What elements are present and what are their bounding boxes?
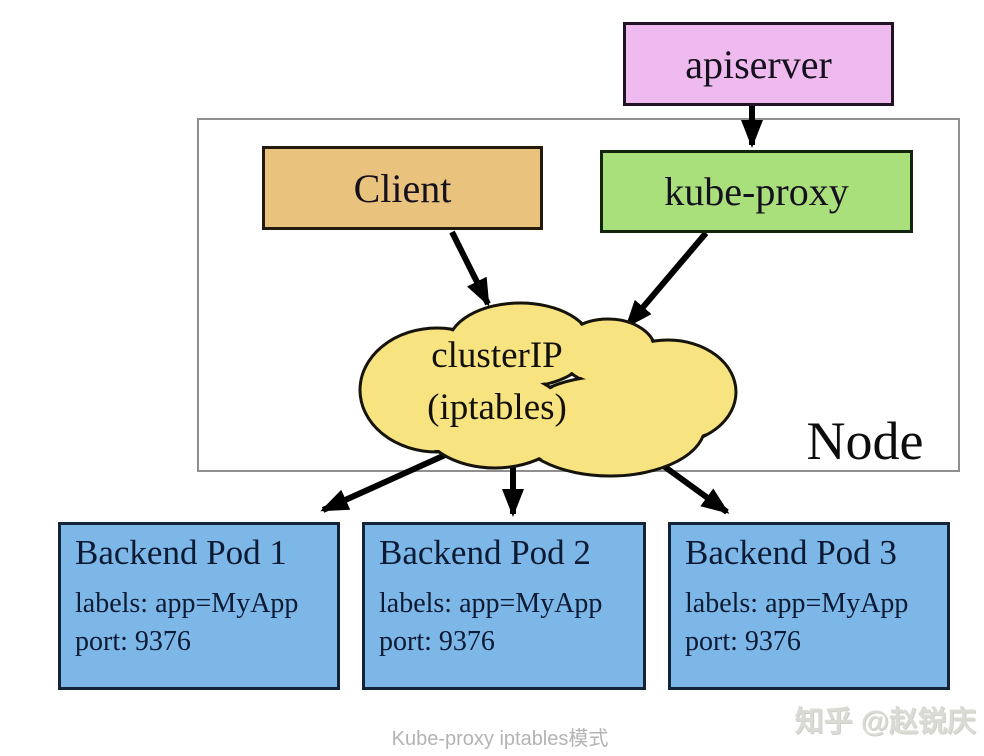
pod-labels-line: labels: app=MyApp [75,588,299,619]
pod-title: Backend Pod 1 [75,533,287,572]
cluster-ip-title: clusterIP [431,335,563,376]
kube-proxy-box: kube-proxy [600,150,913,233]
kube-proxy-label: kube-proxy [664,169,849,214]
client-box: Client [262,146,543,230]
cluster-ip-text: clusterIP (iptables) [372,330,622,434]
pod-labels-line: labels: app=MyApp [379,588,603,619]
pod-title: Backend Pod 3 [685,533,897,572]
cluster-ip-subtitle: (iptables) [427,387,567,428]
figure-caption: Kube-proxy iptables模式 [391,728,609,750]
apiserver-label: apiserver [685,41,832,87]
zhihu-watermark: 知乎 @赵锐庆 [794,706,976,738]
pod-port-line: port: 9376 [685,626,801,657]
backend-pod-2-box: Backend Pod 2 labels: app=MyApp port: 93… [362,522,646,690]
apiserver-box: apiserver [623,22,894,106]
pod-title: Backend Pod 2 [379,533,591,572]
pod-port-line: port: 9376 [379,626,495,657]
pod-labels-line: labels: app=MyApp [685,588,909,619]
node-label: Node [806,411,924,471]
backend-pod-1-box: Backend Pod 1 labels: app=MyApp port: 93… [58,522,340,690]
client-label: Client [353,165,452,211]
pod-port-line: port: 9376 [75,626,191,657]
backend-pod-3-box: Backend Pod 3 labels: app=MyApp port: 93… [668,522,950,690]
